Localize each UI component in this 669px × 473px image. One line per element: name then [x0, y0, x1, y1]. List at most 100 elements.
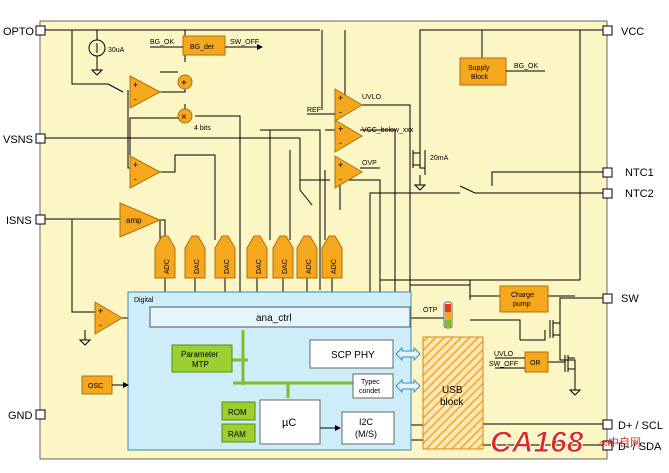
current-source-label: 30uA	[108, 47, 125, 54]
adder-node: +	[177, 74, 193, 90]
bg-ok-in-label: BG_OK	[150, 39, 174, 46]
otp-indicator: OTP	[423, 301, 453, 329]
or-block: OR UVLO SW_OFF	[489, 351, 549, 373]
pin-gnd-label: GND	[8, 410, 33, 422]
pin-dm: D- / SDA	[602, 440, 662, 453]
amp-label: amp	[126, 216, 142, 225]
adder-symbol: +	[181, 78, 187, 89]
parameter-mtp-block: Parameter MTP	[171, 344, 233, 373]
watermark-cn: 中自网	[608, 436, 641, 449]
ground-symbols	[78, 69, 582, 396]
i2c-mode-label: (M/S)	[355, 429, 377, 439]
wires	[45, 29, 603, 446]
opamp-lower: + -	[94, 301, 123, 335]
watermark-domain: .com	[597, 439, 615, 448]
typec-label: Typec	[361, 379, 380, 386]
dac-3-label: DAC	[256, 259, 263, 274]
transistor-20ma: 20mA	[409, 150, 449, 168]
rom-block: ROM	[221, 401, 256, 421]
pin-ntc2: NTC2	[602, 188, 654, 200]
vcc-below-minus: -	[339, 138, 342, 148]
i2c-block: I2C (M/S)	[341, 411, 395, 445]
ovp-label: OVP	[362, 160, 377, 167]
scp-phy-block: SCP PHY	[309, 339, 394, 369]
pin-ntc2-label: NTC2	[625, 188, 654, 200]
charge-pump-label-2: pump	[513, 301, 531, 308]
opamp-top-minus: -	[134, 94, 137, 104]
watermark-text: CA168	[490, 426, 584, 459]
osc-block: OSC	[81, 375, 129, 395]
current-source-30ua: 30uA	[88, 39, 125, 62]
digital-label: Digital	[134, 297, 154, 304]
parameter-label: Parameter	[181, 350, 219, 359]
bus-arrows	[395, 346, 421, 394]
ana-ctrl-label: ana_ctrl	[256, 313, 292, 324]
pin-isns: ISNS	[6, 214, 46, 227]
ana-ctrl-block	[149, 306, 411, 328]
opamp-mid: + -	[129, 155, 162, 189]
converter-dac-1: DAC	[184, 235, 206, 279]
uvlo-comparator: + - UVLO REF	[307, 88, 382, 122]
opamp-top: + -	[129, 75, 162, 109]
amp-block: amp	[119, 202, 162, 238]
usb-label: USB	[442, 385, 463, 396]
pin-sw-label: SW	[621, 293, 639, 305]
uvlo-plus: +	[338, 93, 343, 103]
scp-phy-label: SCP PHY	[331, 350, 375, 361]
vcc-below-plus: +	[338, 124, 343, 134]
mtp-label: MTP	[192, 360, 209, 369]
opamp-top-plus: +	[133, 80, 138, 90]
typec-condet-block: Typec condet	[352, 373, 394, 399]
i2c-label: I2C	[359, 417, 374, 427]
pin-opto-label: OPTO	[3, 26, 34, 38]
charge-pump-block: Charge pump	[499, 285, 549, 313]
converter-dac-4: DAC	[272, 235, 294, 279]
four-bits-label: 4 bits	[194, 125, 211, 132]
pin-isns-label: ISNS	[6, 215, 32, 227]
green-bus	[232, 330, 355, 398]
vcc-below-comparator: + - VCC_below_xxx	[334, 119, 414, 153]
ref-label: REF	[307, 107, 321, 114]
uc-block: µC	[259, 399, 321, 445]
bg-det-label: BG_det	[190, 44, 214, 51]
pin-dm-label: D- / SDA	[618, 441, 662, 453]
current-20ma-label: 20mA	[430, 155, 449, 162]
adc-2-label: ADC	[306, 259, 313, 274]
pin-gnd: GND	[8, 409, 46, 422]
condet-label: condet	[359, 388, 380, 395]
otp-label: OTP	[423, 307, 438, 314]
watermark-logo: CA168 .com 中自网	[490, 426, 642, 460]
usb-block: USB block	[422, 336, 484, 450]
uvlo-label: UVLO	[362, 94, 382, 101]
ram-block: RAM	[221, 423, 256, 443]
multiplier-node: × 4 bits	[177, 108, 211, 132]
opamp-lower-minus: -	[99, 320, 102, 330]
pin-ntc1: NTC1	[602, 167, 654, 179]
or-label: OR	[530, 360, 541, 367]
adc-1-label: ADC	[164, 259, 171, 274]
supply-block: Supply Block BG_OK	[459, 57, 545, 86]
opamp-mid-plus: +	[133, 160, 138, 170]
ovp-plus: +	[338, 160, 343, 170]
pin-dp-label: D+ / SCL	[618, 420, 663, 432]
pin-vcc-label: VCC	[621, 26, 644, 38]
charge-pump-label-1: Charge	[511, 292, 534, 299]
dac-1-label: DAC	[194, 259, 201, 274]
adc-3-label: ADC	[331, 259, 338, 274]
osc-label: OSC	[88, 383, 103, 390]
usb-block-label: block	[440, 397, 464, 408]
converter-adc-1: ADC	[154, 235, 176, 279]
ram-label: RAM	[228, 430, 246, 439]
dac-2-label: DAC	[224, 259, 231, 274]
vcc-below-label: VCC_below_xxx	[362, 127, 414, 134]
converter-dac-3: DAC	[246, 235, 268, 279]
converter-adc-3: ADC	[321, 235, 343, 279]
converter-dac-2: DAC	[214, 235, 236, 279]
uc-label: µC	[282, 417, 296, 429]
pin-dp: D+ / SCL	[602, 419, 663, 432]
supply-block-label-2: Block	[471, 74, 489, 81]
sw-transistors	[549, 320, 575, 372]
rom-label: ROM	[228, 408, 247, 417]
uvlo-minus: -	[339, 107, 342, 117]
